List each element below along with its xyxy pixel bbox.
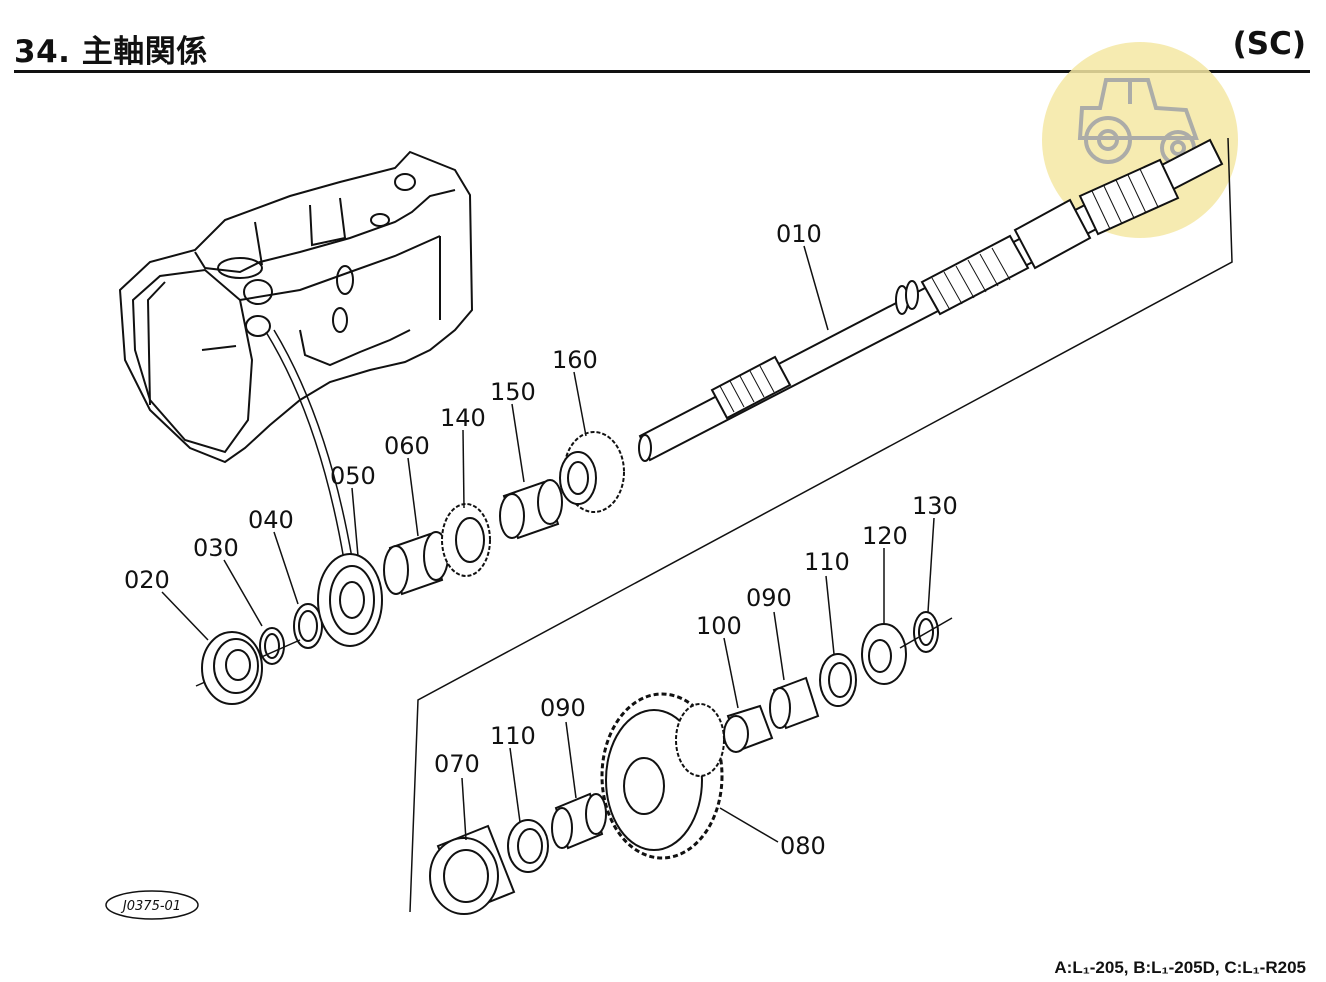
drawing-ref-code: J0375-01 (120, 899, 181, 914)
section-code: (SC) (1232, 26, 1306, 62)
callout-100: 100 (696, 612, 742, 640)
callout-070: 070 (434, 750, 480, 778)
transmission-case-drawing (118, 150, 474, 464)
callout-110-upper: 110 (804, 548, 850, 576)
gear-160-drawing (559, 431, 625, 513)
callout-160: 160 (552, 346, 598, 374)
callout-110-lower: 110 (490, 722, 536, 750)
page-header: 34. 主軸関係 (SC) (14, 22, 1310, 73)
callout-040: 040 (248, 506, 294, 534)
callout-120: 120 (862, 522, 908, 550)
needle-bearing-090-lower-drawing (551, 792, 607, 850)
drawing-ref-badge: J0375-01 (105, 890, 199, 920)
callout-090-upper: 090 (746, 584, 792, 612)
collar-100-drawing (723, 704, 774, 753)
main-shaft-drawing (638, 138, 1224, 462)
assembly-group-outline (409, 137, 1233, 913)
callout-050: 050 (330, 462, 376, 490)
callout-140: 140 (440, 404, 486, 432)
collar-060-drawing (383, 531, 449, 596)
collar-120-drawing (861, 623, 907, 685)
callout-020: 020 (124, 566, 170, 594)
callout-060: 060 (384, 432, 430, 460)
washer-110-upper-drawing (819, 653, 857, 707)
collar-150-drawing (499, 479, 563, 540)
callout-130: 130 (912, 492, 958, 520)
bearing-070-drawing (429, 824, 516, 915)
snap-ring-130-drawing (899, 611, 953, 653)
model-applicability: A:L₁-205, B:L₁-205D, C:L₁-R205 (1054, 958, 1306, 977)
washer-110-lower-drawing (507, 819, 549, 873)
washer-040-drawing (293, 603, 323, 649)
callout-080: 080 (780, 832, 826, 860)
snap-ring-030-drawing (259, 627, 285, 665)
bearing-020-drawing (195, 631, 301, 705)
tractor-logo-icon (1042, 42, 1238, 238)
gear-080-drawing (600, 692, 725, 860)
gear-140-drawing (441, 503, 491, 577)
page-title: 34. 主軸関係 (14, 34, 208, 70)
callout-090-lower: 090 (540, 694, 586, 722)
callout-labels: 010 020 030 040 050 060 140 150 160 070 … (124, 220, 958, 860)
callout-150: 150 (490, 378, 536, 406)
callout-010: 010 (776, 220, 822, 248)
bearing-050-drawing (317, 553, 383, 647)
callout-leaders (161, 245, 935, 843)
callout-030: 030 (193, 534, 239, 562)
case-leader-line (265, 329, 353, 561)
needle-bearing-090-upper-drawing (769, 676, 820, 730)
